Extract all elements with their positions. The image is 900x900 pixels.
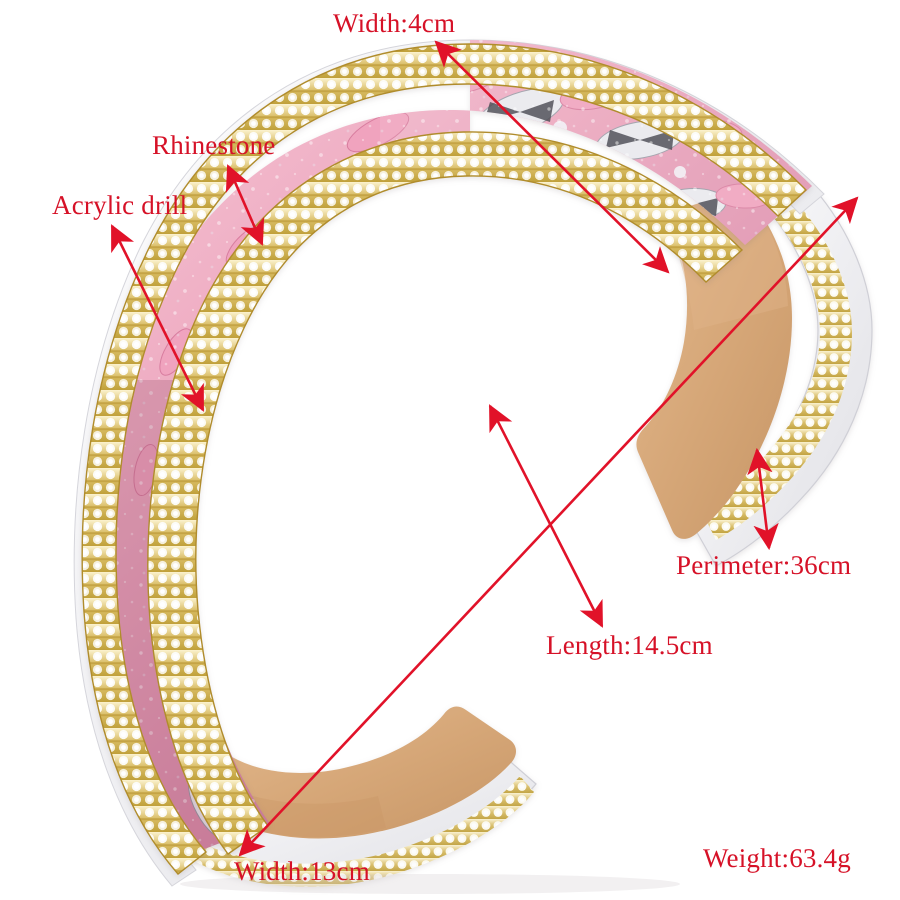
label-weight: Weight:63.4g — [703, 843, 851, 873]
label-rhinestone: Rhinestone — [152, 130, 276, 160]
label-width-bottom: Width:13cm — [234, 856, 370, 886]
label-length: Length:14.5cm — [546, 630, 713, 660]
label-perimeter: Perimeter:36cm — [676, 550, 852, 580]
label-acrylic-drill: Acrylic drill — [52, 190, 188, 220]
label-width-top: Width:4cm — [333, 8, 456, 38]
